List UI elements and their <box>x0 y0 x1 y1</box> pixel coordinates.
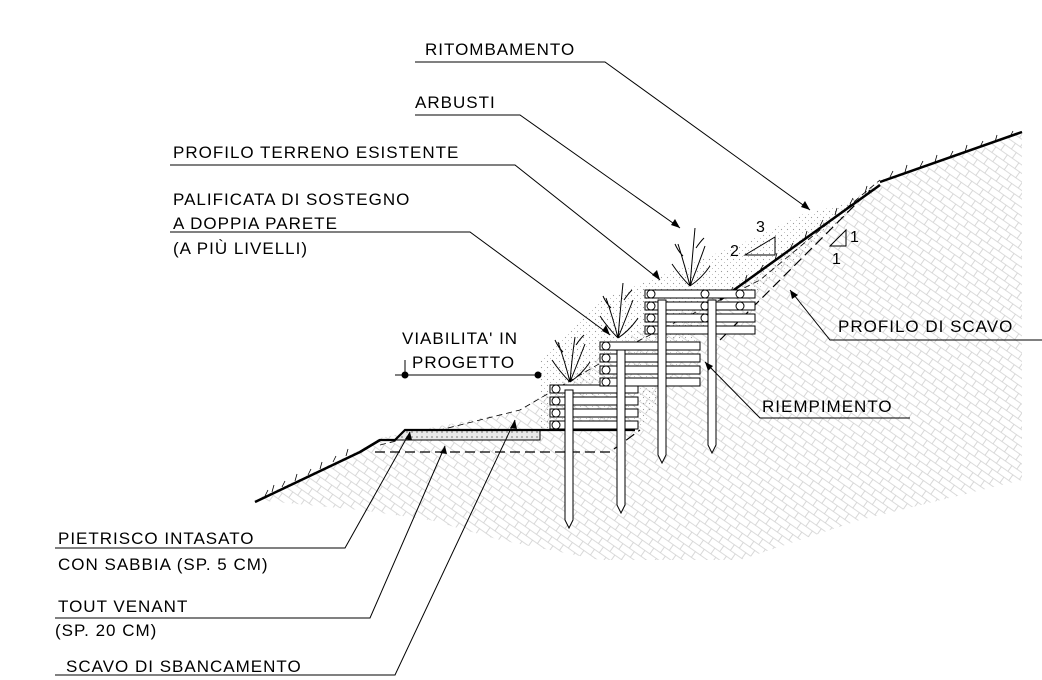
crib-wall <box>549 289 756 430</box>
label-palificata-2: A DOPPIA PARETE <box>173 214 338 233</box>
existing-terrain-line <box>379 179 881 446</box>
label-viabilita-1: VIABILITA' IN <box>402 329 518 348</box>
label-arbusti: ARBUSTI <box>415 93 496 112</box>
terrain-slope-symbol <box>743 236 776 256</box>
terrain-slope-h: 3 <box>756 219 766 236</box>
piles <box>564 299 717 530</box>
leader-lines <box>55 61 1042 676</box>
label-palificata-1: PALIFICATA DI SOSTEGNO <box>173 190 410 209</box>
excavation-slope-symbol <box>828 228 847 247</box>
terrain-slope-v: 2 <box>730 243 740 260</box>
excavation-slope-h: 1 <box>850 229 860 246</box>
grass-tufts <box>264 130 1014 497</box>
road-surface-line <box>359 428 635 453</box>
label-riempimento: RIEMPIMENTO <box>762 397 893 416</box>
label-pietrisco-1: PIETRISCO INTASATO <box>58 529 255 548</box>
label-viabilita-2: PROGETTO <box>412 353 515 372</box>
label-palificata-3: (A PIÙ LIVELLI) <box>173 239 308 258</box>
label-scavo-sbancamento: SCAVO DI SBANCAMENTO <box>66 657 302 676</box>
label-profilo-scavo: PROFILO DI SCAVO <box>838 317 1013 336</box>
leader-markers <box>401 201 810 454</box>
shrubs <box>551 227 711 383</box>
label-ritombamento: RITOMBAMENTO <box>425 40 575 59</box>
label-tout-1: TOUT VENANT <box>58 597 188 616</box>
label-profilo-terreno: PROFILO TERRENO ESISTENTE <box>173 143 459 162</box>
label-pietrisco-2: CON SABBIA (SP. 5 CM) <box>58 555 269 574</box>
slope-line <box>719 183 881 302</box>
label-tout-2: (SP. 20 CM) <box>55 621 157 640</box>
excavation-slope-v: 1 <box>832 251 842 268</box>
road-pietrisco-layer <box>393 429 541 441</box>
